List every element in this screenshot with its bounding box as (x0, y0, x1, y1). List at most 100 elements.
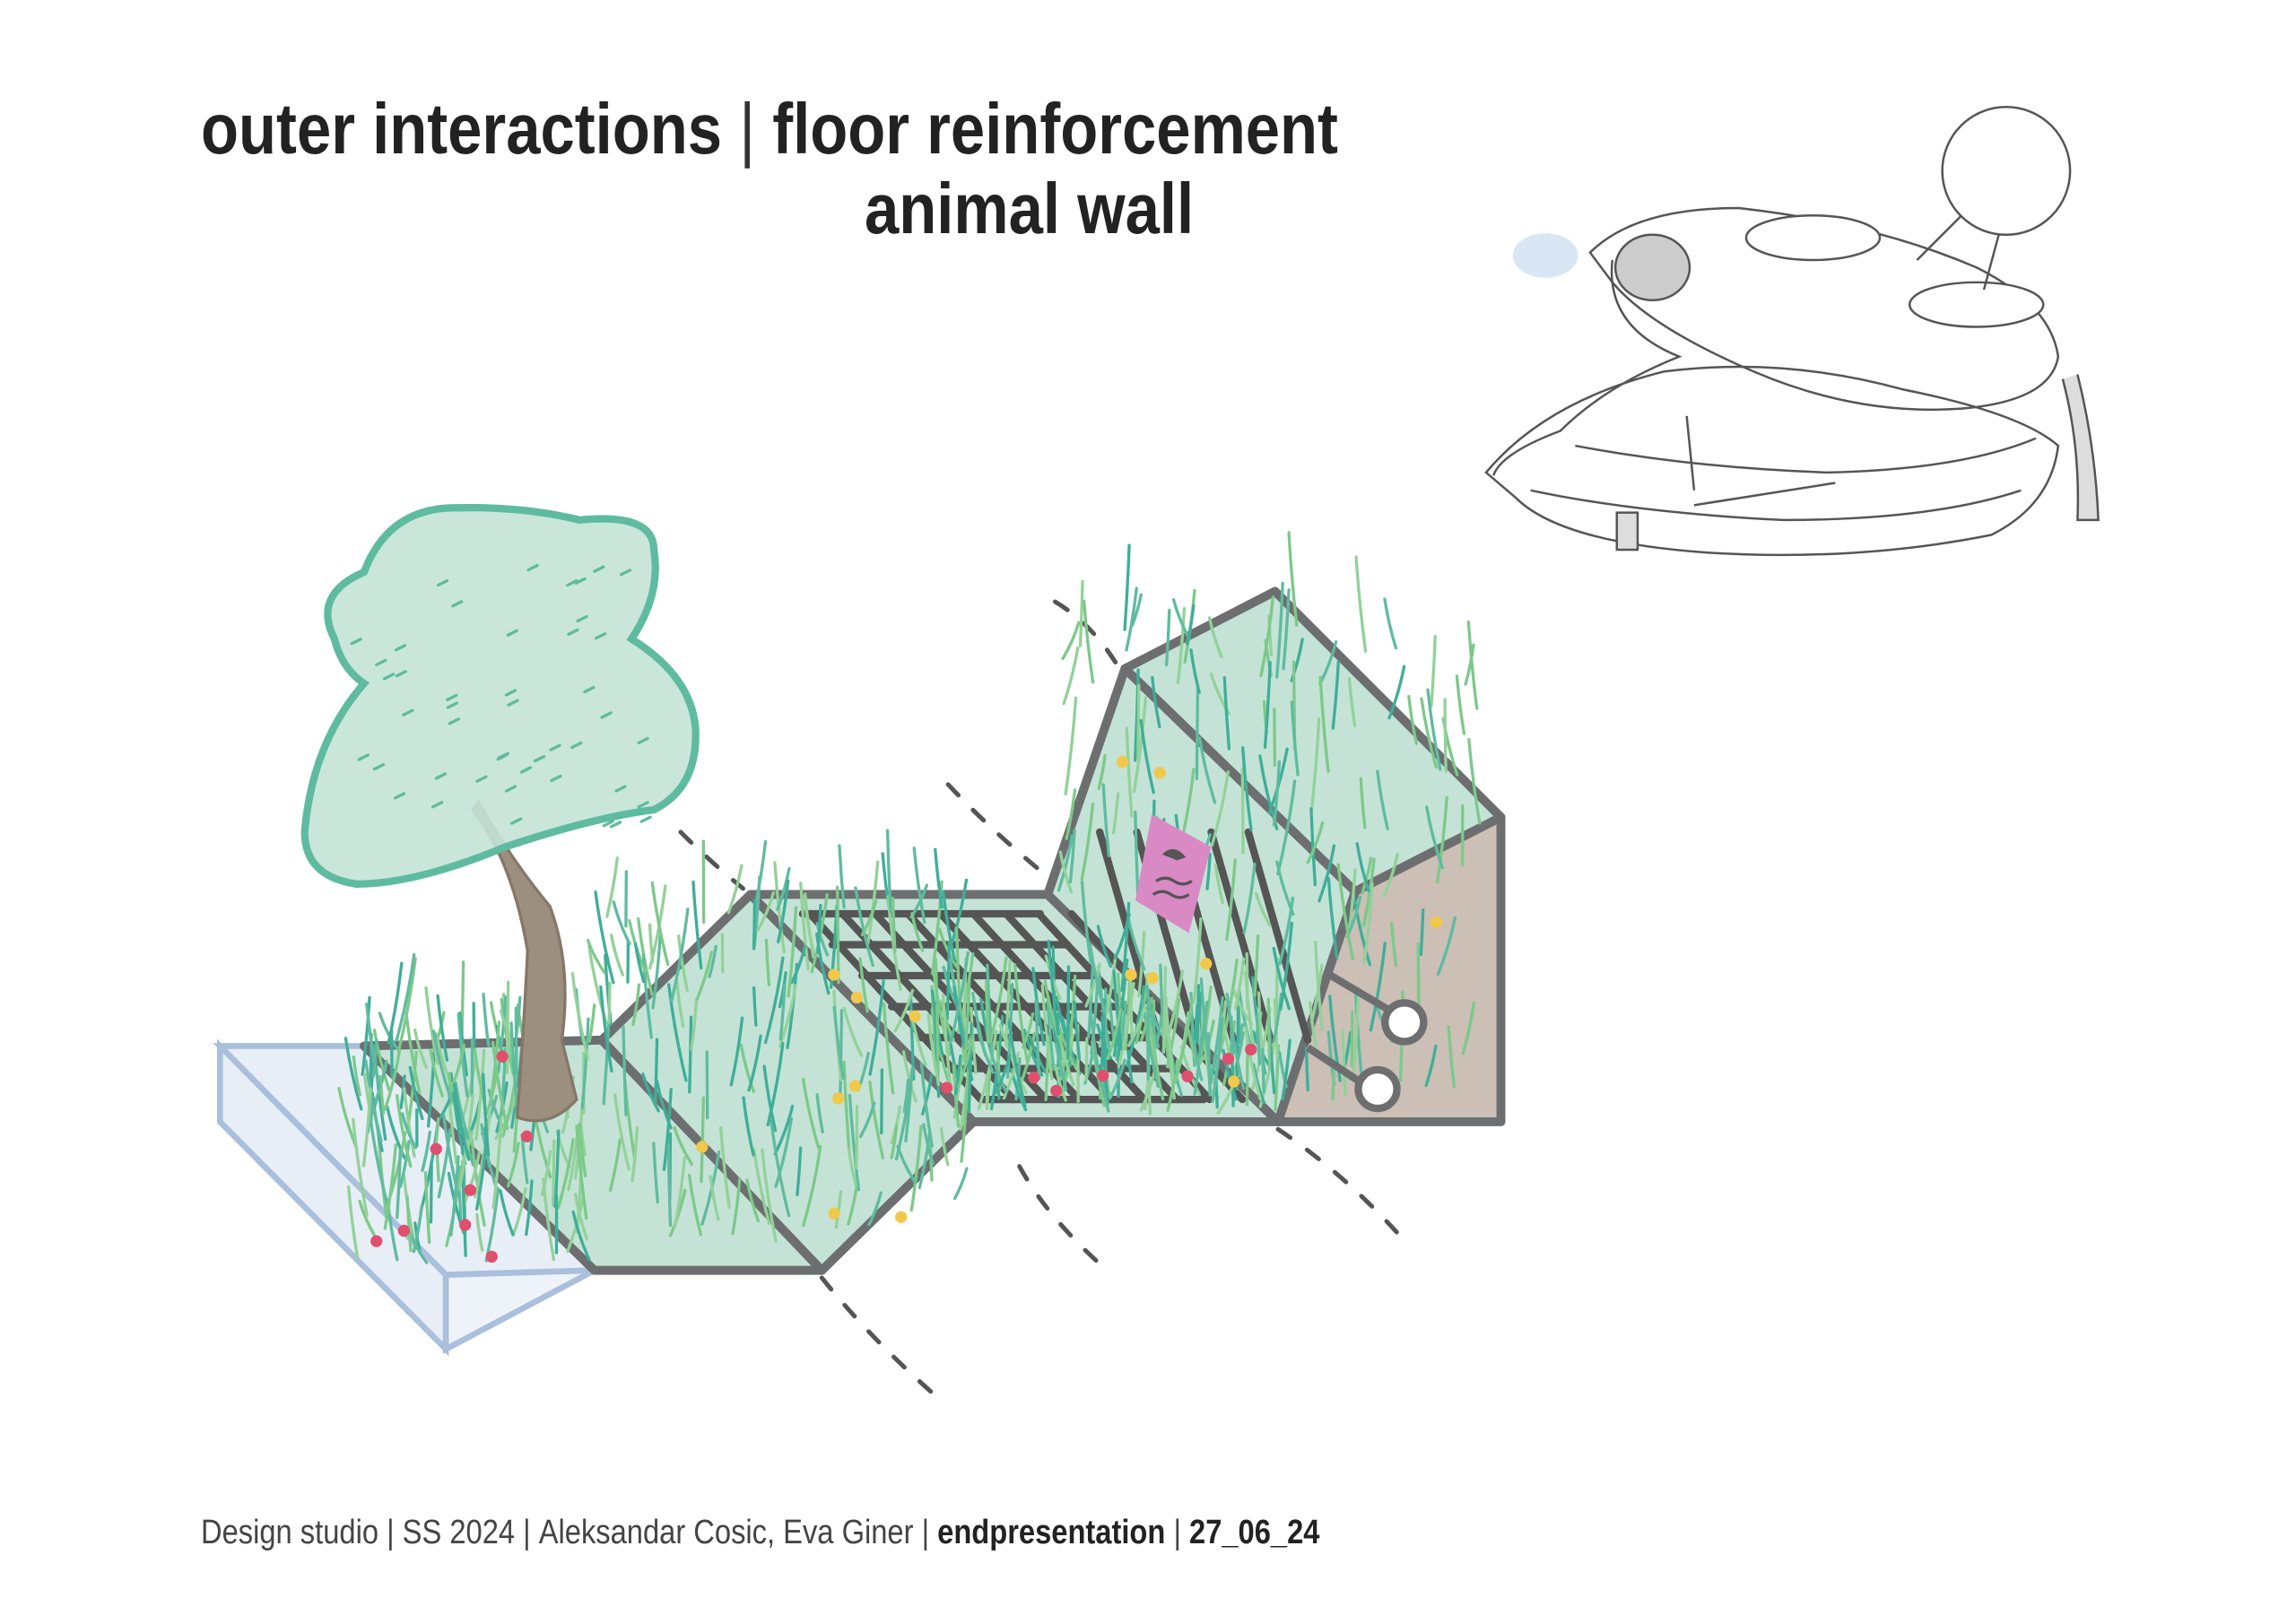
grass-blade (372, 1029, 391, 1092)
grass-blade (571, 1210, 591, 1261)
grass-blade (378, 1012, 399, 1050)
grass-blade (1383, 597, 1398, 650)
grass-blade (1164, 995, 1175, 1079)
grass-blade (1447, 1025, 1456, 1089)
flower (848, 1080, 862, 1092)
grass-blade (1361, 857, 1376, 928)
grass-blade (1436, 795, 1448, 884)
grass-blade (1058, 850, 1074, 894)
grass-blade (488, 1020, 501, 1107)
grass-blade (633, 942, 646, 984)
grass-blade (674, 1156, 686, 1229)
canopy-mark (619, 569, 632, 577)
grass-blade (482, 1073, 491, 1157)
grass-blade (1065, 788, 1077, 841)
grass-blade (347, 1185, 360, 1260)
grass-blade (949, 951, 970, 1045)
grass-blade (398, 1140, 411, 1188)
page-subtitle: animal wall (865, 169, 1195, 248)
canopy-mark (446, 693, 458, 702)
grass-blade (431, 1029, 453, 1102)
grass-blade (960, 1069, 970, 1163)
canopy-mark (533, 755, 546, 763)
grass-blade (1233, 957, 1246, 1011)
footer-separator: | (387, 1514, 395, 1551)
grass-blade (1130, 593, 1143, 627)
grass-blade (383, 1049, 402, 1111)
canopy-mark (637, 801, 649, 809)
footer-separator: | (1173, 1514, 1181, 1551)
flower (397, 1224, 410, 1238)
grass-blade (951, 878, 969, 944)
grass-blade (1290, 700, 1300, 777)
grass-blade (675, 981, 685, 1028)
grass-blade (977, 1029, 998, 1110)
grass-blade (458, 1011, 469, 1077)
grass-blade (962, 977, 971, 1064)
water-icon (1152, 876, 1193, 899)
grass-blade (1424, 1044, 1438, 1088)
canopy-mark (609, 821, 622, 829)
grass-blade (1347, 677, 1357, 727)
grass-blade (1087, 960, 1095, 1038)
grass-blade (641, 1073, 660, 1113)
flower (696, 1141, 709, 1153)
grass-blade (474, 1048, 486, 1141)
grass-blade (752, 986, 758, 1027)
grass-blade (890, 1124, 899, 1159)
grass-blade (1443, 698, 1448, 773)
grass-blade (1002, 1051, 1021, 1100)
flower (496, 1050, 509, 1063)
grass-blade (988, 1046, 1009, 1095)
footer-studio: Design studio (201, 1514, 379, 1551)
grass-blade (578, 1122, 587, 1177)
grass-blade (1210, 770, 1230, 847)
grass-blade (1108, 1058, 1126, 1100)
grass-blade (762, 1064, 778, 1133)
grass-blade (542, 1177, 556, 1262)
grass-blade (609, 934, 625, 977)
flower-dots (370, 756, 1442, 1264)
grass-blade (690, 998, 699, 1051)
building-sketch (1484, 106, 2100, 557)
grass-blade (796, 1146, 803, 1196)
grass-blade (1272, 946, 1292, 1011)
grid-bar (839, 909, 1018, 1104)
grass-blade (673, 1125, 693, 1166)
canopy-mark (550, 774, 562, 783)
footer-event: endpresentation (937, 1514, 1166, 1551)
grass-blade (1259, 595, 1275, 678)
grass-blade (452, 1082, 471, 1161)
grass-blade (514, 995, 522, 1043)
grass-blade (967, 1021, 973, 1114)
grass-blade (1054, 1064, 1067, 1102)
grass-blade (745, 1178, 761, 1223)
grass-blade (752, 1148, 771, 1226)
grass-blade (776, 866, 791, 911)
cloud-highlight (1512, 233, 1578, 278)
grass-blade (1046, 1000, 1056, 1072)
grass-blade (766, 1041, 785, 1127)
grass-blade (352, 1055, 361, 1097)
flower (520, 1130, 534, 1142)
canopy-mark (637, 736, 649, 745)
grass-blade (667, 983, 688, 1082)
grass-blade (474, 1139, 489, 1211)
canopy-mark (448, 717, 461, 725)
grass-blade (719, 1125, 731, 1209)
grass-blade (1066, 965, 1071, 1060)
grass-blade (449, 1155, 460, 1237)
grass-blade (742, 1096, 755, 1157)
grass-blade (670, 908, 690, 1003)
canopy-mark (372, 763, 386, 771)
grass-blade (747, 1034, 762, 1092)
grass-blade (986, 963, 994, 1055)
canopy-mark (431, 801, 444, 809)
grass-blade (1276, 779, 1297, 876)
grass-blade (1253, 934, 1260, 997)
grass-blade (1222, 676, 1231, 751)
grass-blade (460, 1130, 474, 1165)
grass-blade (1068, 829, 1076, 883)
grass-blade (891, 897, 897, 953)
grass-blade (499, 1189, 515, 1237)
